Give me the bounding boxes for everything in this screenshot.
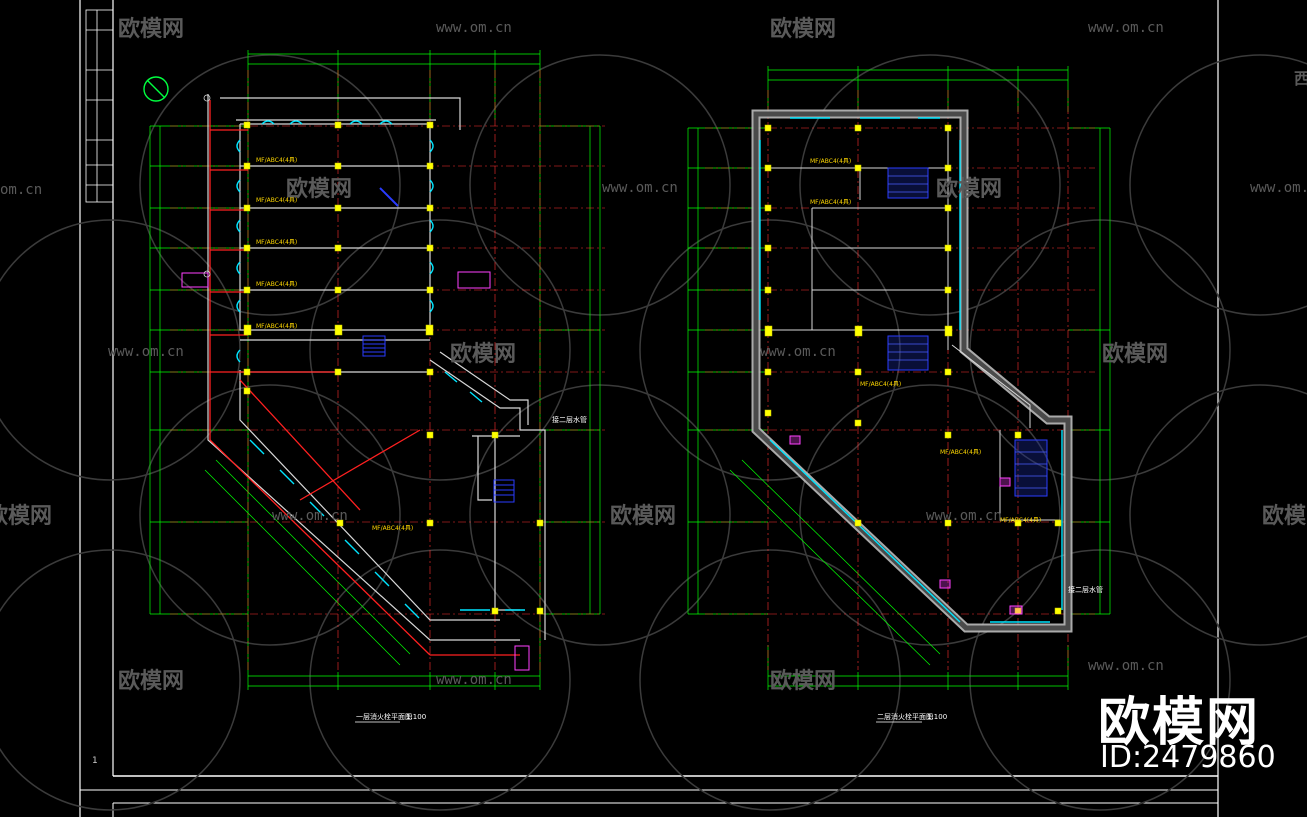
watermark-url: www.om.cn <box>436 672 512 688</box>
watermark-brand: 欧模网 <box>770 16 836 42</box>
right-plan-caption: 二层消火栓平面图 <box>877 712 933 721</box>
left-dimensions <box>149 50 601 690</box>
watermark-brand: 欧模网 <box>1102 341 1168 367</box>
watermark-brand: 欧模网 <box>1262 503 1307 529</box>
left-hydrant-tags <box>181 271 530 671</box>
left-axis-bubbles <box>203 94 211 278</box>
page-number: 1 <box>92 756 98 766</box>
extinguisher-label: MF/ABC4(4具) <box>940 449 981 456</box>
extinguisher-label: MF/ABC4(4具) <box>1000 517 1041 524</box>
right-columns <box>764 124 1062 615</box>
watermark-brand: 欧模网 <box>118 668 184 694</box>
note-right: 接二层水管 <box>1068 585 1103 594</box>
extinguisher-label: MF/ABC4(4具) <box>860 381 901 388</box>
watermark-url: www.om.cn <box>108 344 184 360</box>
watermark-brand: 欧模网 <box>450 341 516 367</box>
watermark-brand: 欧模网 <box>936 176 1002 202</box>
right-floor-plan: MF/ABC4(4具) MF/ABC4(4具) MF/ABC4(4具) MF/A… <box>687 66 1111 723</box>
left-water-pipes <box>209 100 520 656</box>
extinguisher-label: MF/ABC4(4具) <box>256 281 297 288</box>
watermark-url: www.om.cn <box>760 344 836 360</box>
watermark-edge-char: 西 <box>1294 69 1307 88</box>
extinguisher-label: MF/ABC4(4具) <box>256 239 297 246</box>
right-extinguisher-labels: MF/ABC4(4具) MF/ABC4(4具) MF/ABC4(4具) MF/A… <box>810 158 1041 524</box>
extinguisher-label: MF/ABC4(4具) <box>372 525 413 532</box>
left-windows <box>236 120 525 619</box>
watermark-url: om.cn <box>0 182 42 198</box>
left-columns <box>243 121 544 615</box>
right-hydrant-boxes <box>789 435 1023 615</box>
sheet-frame <box>79 0 1219 817</box>
right-stairs <box>887 167 1048 497</box>
left-floor-plan: MF/ABC4(4具) MF/ABC4(4具) MF/ABC4(4具) MF/A… <box>143 50 605 723</box>
right-plan-scale: 1:100 <box>927 713 947 721</box>
left-plan-scale: 1:100 <box>406 713 426 721</box>
extinguisher-label: MF/ABC4(4具) <box>810 158 851 165</box>
note-left: 接二层水管 <box>552 415 587 424</box>
left-plan-caption: 一层消火栓平面图 <box>356 712 412 721</box>
watermark-url: www.om.cn <box>436 20 512 36</box>
north-arrow-icon <box>143 76 169 102</box>
extinguisher-label: MF/ABC4(4具) <box>256 197 297 204</box>
brand-logo-text: 欧模网 <box>1098 693 1261 753</box>
title-strip <box>85 9 114 203</box>
watermark-brand: 欧模网 <box>286 176 352 202</box>
watermark-brand: 欧模网 <box>0 503 52 529</box>
watermark-url: www.om.cn <box>602 180 678 196</box>
watermark-brand: 欧模网 <box>118 16 184 42</box>
right-dimensions <box>687 66 1111 690</box>
watermark-url: www.om.cn <box>1088 20 1164 36</box>
extinguisher-label: MF/ABC4(4具) <box>256 323 297 330</box>
watermark-brand: 欧模网 <box>610 503 676 529</box>
watermark-layer: 欧模网 www.om.cn 欧模网 www.om.cn 西 om.cn 欧模网 … <box>0 16 1307 694</box>
watermark-url: www.om.cn <box>1250 180 1307 196</box>
watermark-url: www.om.cn <box>926 508 1002 524</box>
extinguisher-label: MF/ABC4(4具) <box>256 157 297 164</box>
left-walls <box>207 94 546 641</box>
watermark-arcs <box>0 54 1307 811</box>
left-extinguisher-labels: MF/ABC4(4具) MF/ABC4(4具) MF/ABC4(4具) MF/A… <box>256 157 413 532</box>
extinguisher-label: MF/ABC4(4具) <box>810 199 851 206</box>
watermark-url: www.om.cn <box>1088 658 1164 674</box>
model-id: ID:2479860 <box>1100 740 1276 775</box>
left-stairs <box>362 187 515 503</box>
watermark-brand: 欧模网 <box>770 668 836 694</box>
watermark-url: www.om.cn <box>272 508 348 524</box>
right-windows <box>759 117 1063 623</box>
